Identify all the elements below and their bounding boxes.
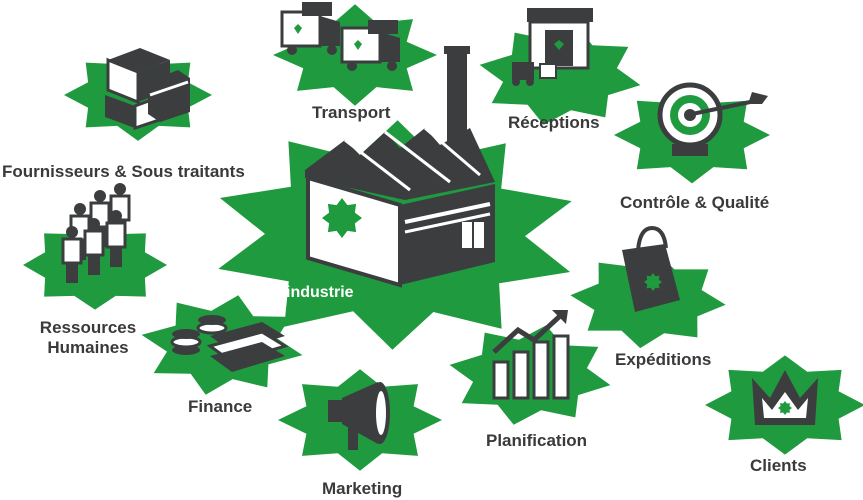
hub-label: industrie — [286, 284, 354, 301]
money-icon — [170, 315, 289, 372]
node-label-rh: Ressources Humaines — [28, 318, 148, 358]
boxes-icon — [105, 48, 190, 131]
person-figure — [105, 210, 127, 267]
node-label-planification: Planification — [486, 431, 588, 450]
shopping-bag-icon — [622, 225, 680, 312]
star-planification — [449, 325, 611, 425]
node-label-clients: Clients — [750, 456, 807, 475]
node-label-expeditions: Expéditions — [615, 350, 712, 369]
star-receptions — [479, 25, 641, 125]
node-label-marketing: Marketing — [322, 479, 403, 498]
node-label-controle: Contrôle & Qualité — [620, 193, 770, 212]
target-icon — [657, 82, 768, 156]
bar-chart-icon — [492, 310, 570, 400]
node-label-transport: Transport — [312, 103, 391, 122]
factory-icon — [305, 46, 495, 288]
node-label-rh-line2: Humaines — [47, 338, 129, 357]
person-figure — [83, 218, 105, 275]
person-figure — [61, 226, 83, 283]
truck-icon — [280, 2, 400, 71]
node-label-finance: Finance — [188, 397, 253, 416]
people-icon — [61, 183, 131, 283]
warehouse-icon — [512, 8, 593, 86]
node-label-rh-line1: Ressources — [39, 318, 137, 337]
crown-icon — [752, 370, 818, 425]
megaphone-icon — [328, 382, 390, 450]
node-label-fournisseurs: Fournisseurs & Sous traitants — [2, 162, 245, 181]
node-label-receptions: Réceptions — [508, 113, 600, 132]
